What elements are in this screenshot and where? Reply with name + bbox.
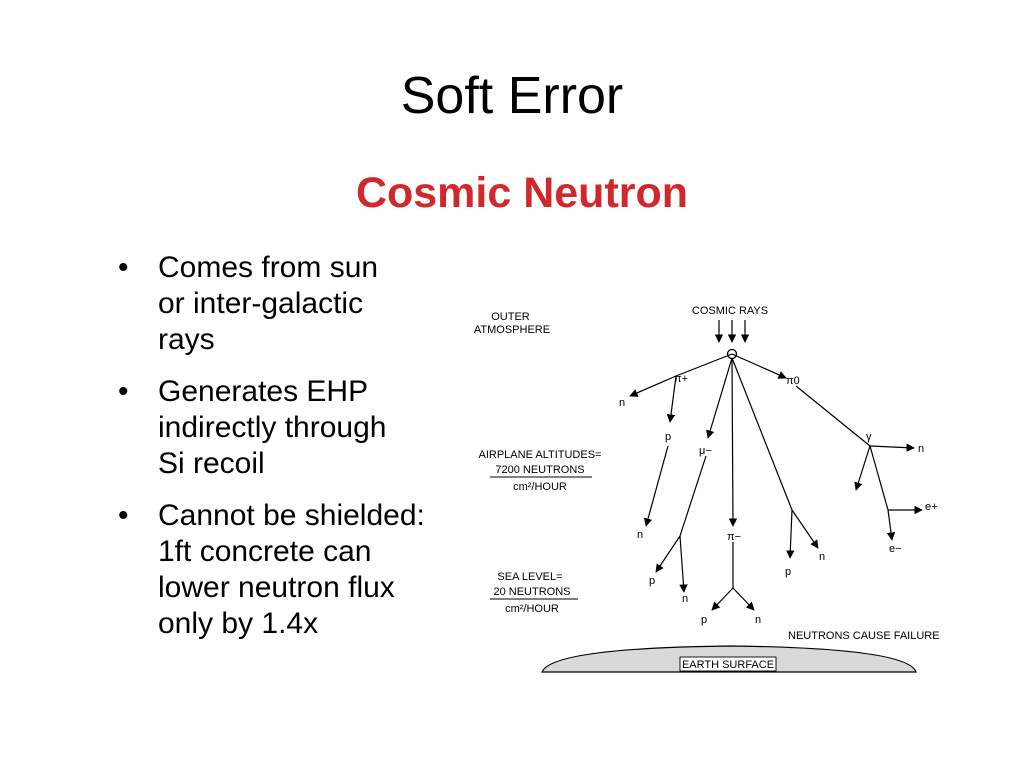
neutron-label: n	[918, 443, 924, 455]
bullet-line: Cannot be shielded:	[158, 499, 425, 532]
bullet-item: • Comes from sun or inter-galactic rays	[118, 250, 478, 358]
bullet-dot: •	[118, 375, 129, 408]
bullet-line: Comes from sun	[158, 251, 379, 284]
bullet-dot: •	[118, 499, 129, 532]
slide-subtitle: Cosmic Neutron	[355, 169, 689, 217]
slide-title: Soft Error	[400, 67, 624, 125]
shower-track	[732, 587, 755, 611]
positron-label: e+	[925, 501, 938, 513]
cosmic-ray-shower-diagram: COSMIC RAYS OUTER ATMOSPHERE AIRPLANE AL…	[474, 305, 940, 673]
gamma-label: γ	[866, 431, 872, 443]
shower-track	[666, 375, 677, 423]
shower-track	[728, 357, 738, 527]
shower-track	[886, 509, 896, 541]
neutron-label: n	[637, 529, 643, 541]
pi-zero-label: π0	[786, 375, 800, 387]
shower-track	[731, 353, 787, 379]
neutron-label: n	[755, 614, 761, 626]
shower-track	[655, 535, 681, 573]
shower-track	[854, 445, 871, 491]
earth-surface-label: EARTH SURFACE	[682, 659, 774, 671]
pi-minus-label: π−	[727, 531, 741, 543]
proton-label: p	[785, 566, 791, 578]
shower-track	[791, 509, 819, 549]
bullet-line: or inter-galactic	[158, 287, 364, 320]
earth-surface-label-box	[679, 656, 777, 672]
outer-atmosphere-label: OUTER ATMOSPHERE	[474, 311, 550, 336]
proton-label: p	[665, 431, 671, 443]
bullet-line: 1ft concrete can	[158, 535, 372, 568]
shower-track	[869, 445, 889, 511]
shower-track	[731, 357, 793, 511]
proton-label: p	[701, 614, 707, 626]
mu-minus-label: μ−	[699, 445, 712, 457]
shower-track	[711, 587, 734, 611]
neutrons-cause-failure-label: NEUTRONS CAUSE FAILURE	[788, 630, 940, 642]
sea-level-neutrons-numerator: 20 NEUTRONS	[493, 586, 570, 598]
bullet-dot: •	[118, 251, 129, 284]
airplane-neutrons-numerator: 7200 NEUTRONS	[495, 464, 584, 476]
airplane-altitudes-title: AIRPLANE ALTITUDES=	[479, 449, 602, 461]
pi-plus-label: π+	[674, 373, 688, 385]
bullet-line: Si recoil	[158, 447, 265, 480]
shower-track	[869, 443, 915, 452]
shower-track	[679, 455, 707, 537]
electron-label: e−	[889, 543, 902, 555]
bullet-list: • Comes from sun or inter-galactic rays …	[118, 250, 478, 658]
neutron-label: n	[682, 593, 688, 605]
neutron-label: n	[819, 551, 825, 563]
airplane-neutrons-denominator: cm²/HOUR	[513, 481, 567, 493]
proton-label: p	[649, 575, 655, 587]
outer-atmosphere-line: OUTER	[491, 311, 530, 323]
shower-track	[629, 375, 677, 397]
shower-track	[675, 353, 733, 377]
sea-level-neutrons-denominator: cm²/HOUR	[505, 603, 559, 615]
cosmic-rays-label: COSMIC RAYS	[692, 305, 768, 317]
shower-track	[679, 535, 688, 593]
bullet-item: • Cannot be shielded: 1ft concrete can l…	[118, 498, 478, 642]
bullet-line: indirectly through	[158, 411, 387, 444]
bullet-line: lower neutron flux	[158, 571, 395, 604]
shower-track	[795, 385, 871, 447]
bullet-line: rays	[158, 323, 215, 356]
shower-track	[643, 445, 669, 527]
bullet-item: • Generates EHP indirectly through Si re…	[118, 374, 478, 482]
shower-track	[786, 509, 795, 559]
neutron-label: n	[619, 397, 625, 409]
bullet-line: only by 1.4x	[158, 607, 319, 640]
sea-level-title: SEA LEVEL=	[497, 571, 562, 583]
shower-track	[706, 357, 733, 439]
bullet-line: Generates EHP	[158, 375, 369, 408]
outer-atmosphere-line: ATMOSPHERE	[474, 324, 550, 336]
